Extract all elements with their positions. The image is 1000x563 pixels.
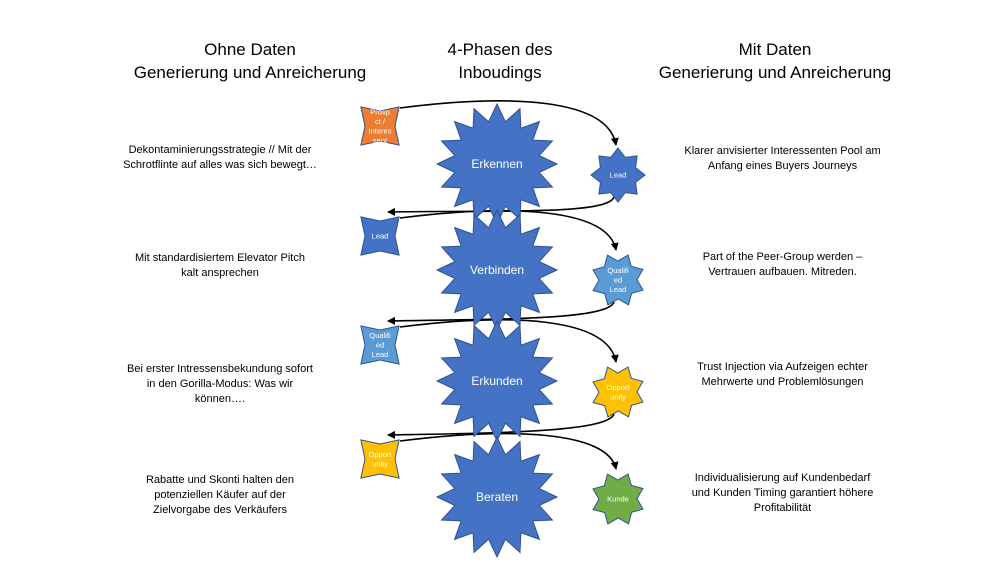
star-label: Qualifi — [369, 331, 391, 340]
star-label: Opport — [369, 450, 393, 459]
text-line: kalt ansprechen — [181, 267, 259, 279]
phase-verbinden-star: Verbinden — [435, 208, 559, 332]
star-label: Interes — [369, 126, 392, 135]
star-label: Opport — [607, 383, 631, 392]
star-label: Lead — [372, 232, 389, 241]
star-label: ct / — [375, 117, 386, 126]
star-label: ed — [376, 341, 384, 350]
text-line: Trust Injection via Aufzeigen echter — [697, 361, 868, 373]
star-label: Qualifi — [607, 266, 629, 275]
forward-arrow-erkunden — [399, 319, 619, 363]
text-line: und Kunden Timing garantiert höhere — [691, 487, 874, 499]
star-label: unity — [610, 392, 626, 401]
heading-four-phases: 4-Phasen des Inboudings — [400, 38, 600, 84]
heading-with-data: Mit Daten Generierung und Anreicherung — [590, 38, 960, 84]
star-label: Prosp — [370, 107, 390, 116]
start-beraten-star-shape — [360, 439, 400, 479]
star-label: Lead — [610, 285, 627, 294]
return-arrow-verbinden — [387, 301, 615, 325]
star-label: Beraten — [476, 490, 518, 504]
text-line: Part of the Peer-Group werden – — [702, 251, 863, 263]
heading-line: Generierung und Anreicherung — [133, 63, 367, 82]
text-line: potenziellen Käufer auf der — [154, 489, 286, 501]
phase-beraten-star: Beraten — [435, 435, 559, 559]
end-erkennen-star-shape — [590, 147, 646, 203]
phase-beraten-star-shape — [435, 435, 559, 559]
star-label: Lead — [372, 350, 389, 359]
star-label: sent — [373, 136, 388, 145]
start-verbinden-star-shape — [360, 216, 400, 256]
end-erkunden-star-shape — [592, 366, 644, 418]
text-line: Profitabilität — [753, 502, 812, 514]
start-erkunden-star-shape — [360, 325, 400, 365]
star-label: unity — [372, 459, 388, 468]
text-line: Anfang eines Buyers Journeys — [707, 160, 858, 172]
start-verbinden-star: Lead — [360, 216, 400, 256]
star-label: Erkennen — [471, 157, 522, 171]
text-line: Zielvorgabe des Verkäufers — [153, 504, 287, 516]
end-erkennen-star: Lead — [590, 147, 646, 203]
text-line: Rabatte und Skonti halten den — [145, 474, 294, 486]
end-beraten-star-shape — [592, 473, 644, 525]
star-label: Verbinden — [470, 263, 524, 277]
text-line: Vertrauen aufbauen. Mitreden. — [708, 266, 857, 278]
text-line: Mehrwerte und Problemlösungen — [701, 376, 864, 388]
star-label: ed — [614, 276, 622, 285]
phase-erkennen-star: Erkennen — [435, 102, 559, 226]
start-erkennen-star-shape — [360, 106, 400, 146]
left-text-erkunden: Bei erster Intressensbekundung sofort in… — [95, 362, 345, 407]
text-line: Schrotflinte auf alles was sich bewegt… — [123, 159, 317, 171]
left-text-verbinden: Mit standardisiertem Elevator Pitch kalt… — [95, 251, 345, 281]
text-line: Bei erster Intressensbekundung sofort — [127, 363, 313, 375]
forward-arrow-verbinden — [399, 209, 619, 251]
left-text-erkennen: Dekontaminierungsstrategie // Mit der Sc… — [95, 143, 345, 173]
phase-erkunden-star: Erkunden — [435, 319, 559, 443]
text-line: können…. — [194, 393, 246, 405]
star-label: Erkunden — [471, 374, 522, 388]
forward-arrow-erkennen — [399, 100, 619, 146]
text-line: Dekontaminierungsstrategie // Mit der — [128, 144, 312, 156]
return-arrow-erkunden — [387, 413, 615, 439]
end-beraten-star: Kunde — [592, 473, 644, 525]
heading-line: Inboudings — [458, 63, 542, 82]
text-line: Mit standardisiertem Elevator Pitch — [135, 252, 305, 264]
heading-line: Generierung und Anreicherung — [658, 63, 892, 82]
return-arrow-erkennen — [387, 196, 615, 216]
star-label: Kunde — [607, 495, 629, 504]
text-line: Klarer anvisierter Interessenten Pool am — [684, 145, 881, 157]
right-text-beraten: Individualisierung auf Kundenbedarf und … — [655, 471, 910, 516]
right-text-verbinden: Part of the Peer-Group werden – Vertraue… — [655, 250, 910, 280]
heading-without-data: Ohne Daten Generierung und Anreicherung — [70, 38, 430, 84]
right-text-erkennen: Klarer anvisierter Interessenten Pool am… — [655, 144, 910, 174]
heading-line: 4-Phasen des — [447, 40, 553, 59]
forward-arrow-beraten — [399, 432, 619, 470]
star-label: Lead — [610, 171, 627, 180]
text-line: Individualisierung auf Kundenbedarf — [694, 472, 871, 484]
end-verbinden-star-shape — [592, 254, 644, 306]
right-text-erkunden: Trust Injection via Aufzeigen echter Meh… — [655, 360, 910, 390]
heading-line: Mit Daten — [738, 40, 812, 59]
heading-line: Ohne Daten — [204, 40, 296, 59]
text-line: in den Gorilla-Modus: Was wir — [146, 378, 294, 390]
left-text-beraten: Rabatte und Skonti halten den potenziell… — [95, 473, 345, 518]
